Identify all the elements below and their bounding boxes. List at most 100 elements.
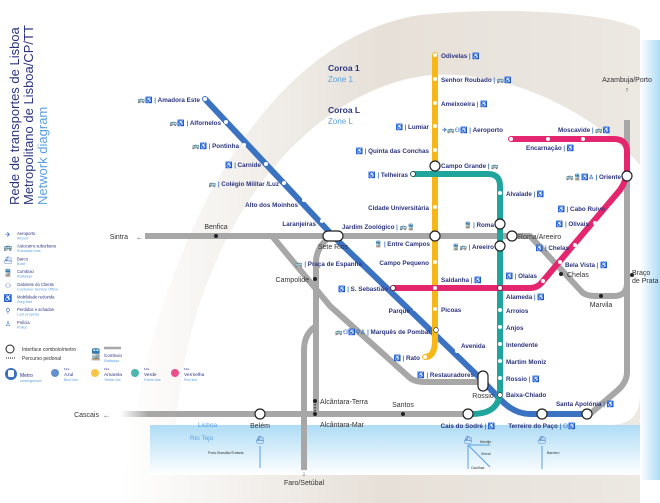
station-label[interactable]: Campo Pequeno (379, 260, 429, 267)
station-ameixoeira[interactable]: Ameixoeira | ♿ (433, 100, 488, 108)
station-cidade-universit-ria[interactable]: Cidade Universitária (368, 205, 437, 212)
station-arroios[interactable]: Arroios (498, 308, 529, 315)
station-carnide[interactable]: ♿ | Carnide (225, 161, 268, 169)
destination-cascais[interactable]: Cascais (74, 412, 99, 419)
station-intendente[interactable]: Intendente (498, 342, 538, 349)
station-marker[interactable] (433, 53, 437, 57)
station-marker[interactable] (264, 162, 268, 166)
station-label[interactable]: Moscavide | 🚌♿ (558, 126, 611, 134)
station-aeroporto[interactable]: ✈🚌⚇♿ | Aeroporto (442, 126, 513, 141)
station-label[interactable]: Alto dos Moinhos (245, 202, 298, 209)
station-marker[interactable] (433, 101, 437, 105)
rail-station-label[interactable]: de Prata (632, 278, 659, 285)
station-bela-vista[interactable]: Bela Vista | ♿ (558, 260, 608, 269)
station-label[interactable]: Campo Grande | 🚌 (441, 163, 499, 170)
station-marker[interactable] (433, 260, 437, 264)
station-label[interactable]: Martim Moniz (506, 359, 546, 366)
station-olaias[interactable]: ♿ | Olaias (506, 272, 545, 283)
interchange-marker[interactable] (254, 408, 266, 420)
station-marker[interactable] (546, 137, 550, 141)
station-label[interactable]: ♿ | S. Sebastião (338, 285, 388, 293)
station-marker[interactable] (282, 181, 286, 185)
rail-station-label[interactable]: Marvila (590, 302, 613, 309)
station-label[interactable]: 🚌 | Praça de Espanha (295, 261, 362, 268)
station-label[interactable]: ♿ | Chelas (536, 244, 570, 252)
station-marker[interactable] (242, 143, 246, 147)
station-label[interactable]: 🚌♿ | Amadora Este (138, 96, 201, 104)
interchange-marker[interactable] (429, 160, 441, 172)
station-marker[interactable] (433, 77, 437, 81)
station-label[interactable]: Encarnação | ♿ (526, 144, 575, 152)
station-lumiar[interactable]: ♿ | Lumiar (396, 123, 437, 131)
station-s-sebasti-o[interactable]: ♿ | S. Sebastião (338, 285, 395, 293)
station-olivais[interactable]: ♿ | Olivais (556, 220, 597, 228)
station-moscavide[interactable]: Moscavide | 🚌♿ (558, 126, 611, 141)
rail-station-label[interactable]: Alcântara-Mar (320, 422, 365, 429)
station-campo-grande[interactable]: Campo Grande | 🚌 (433, 163, 499, 170)
station-avenida[interactable]: Avenida (455, 343, 486, 353)
station-label[interactable]: 🚌♿ | Alfornelos (170, 119, 222, 127)
interchange-marker[interactable] (621, 170, 633, 182)
station-label[interactable]: ♿ | Lumiar (396, 123, 430, 131)
station-label[interactable]: Parque (389, 308, 411, 315)
interchange-marker[interactable] (433, 327, 439, 333)
interchange-marker[interactable] (497, 285, 503, 291)
interchange-marker[interactable] (506, 230, 518, 242)
rail-station-label[interactable]: Benfica (204, 224, 227, 231)
station-label[interactable]: Terreiro do Paço | ⚇♿ (508, 422, 576, 430)
rail-station-label[interactable]: Sete Rios (318, 244, 349, 251)
station-marker[interactable] (320, 219, 324, 223)
station-marker[interactable] (423, 355, 427, 359)
rail-station-label[interactable]: Santos (392, 402, 414, 409)
station-label[interactable]: ♿ | Rato (394, 354, 421, 362)
station-restauradores[interactable]: ♿ | Restauradores (417, 371, 474, 379)
station-label[interactable]: Laranjeiras (282, 221, 316, 228)
station-rossio[interactable]: Rossio | ♿ (498, 375, 540, 383)
rail-station-label[interactable]: Alcântara-Terra (320, 399, 368, 406)
interchange-marker[interactable] (477, 370, 489, 392)
station-baixa-chiado[interactable]: Baixa-Chiado (498, 392, 546, 399)
destination-faro-setubal[interactable]: Faro/Setúbal (284, 480, 325, 487)
station-label[interactable]: Bela Vista | ♿ (565, 261, 608, 269)
rail-station-label[interactable]: Braço (632, 270, 650, 277)
interchange-marker[interactable] (390, 285, 396, 291)
station-label[interactable]: Saldanha | ♿ (441, 276, 482, 284)
station-marker[interactable] (455, 349, 459, 353)
station-marker[interactable] (509, 137, 513, 141)
station-label[interactable]: Avenida (461, 343, 486, 350)
station-marker[interactable] (302, 198, 306, 202)
station-label[interactable]: Intendente (506, 342, 538, 349)
station-label[interactable]: ♿ | Carnide (225, 161, 261, 169)
interchange-marker[interactable] (494, 218, 506, 230)
station-label[interactable]: ♿ | Olaias (506, 272, 538, 280)
station-martim-moniz[interactable]: Martim Moniz (498, 359, 546, 366)
station-senhor-roubado[interactable]: Senhor Roubado | 🚌♿ (433, 76, 512, 84)
interchange-marker[interactable] (494, 240, 506, 252)
station-marker[interactable] (433, 286, 437, 290)
station-label[interactable]: Anjos (506, 325, 524, 332)
station-label[interactable]: 🚆 | Entre Campos (375, 240, 431, 248)
station-parque[interactable]: Parque (389, 307, 417, 315)
station-entre-campos[interactable]: 🚆 | Entre Campos (375, 240, 431, 248)
station-label[interactable]: ✈🚌⚇♿ | Aeroporto (442, 126, 503, 134)
station-jardim-zool-gico[interactable]: Jardim Zoológico | 🚌🚆 (342, 223, 414, 231)
station-marker[interactable] (433, 307, 437, 311)
station-label[interactable]: Alvalade | ♿ (506, 190, 545, 198)
destination-sintra[interactable]: Sintra (110, 234, 128, 241)
interchange-marker[interactable] (322, 230, 344, 242)
station-label[interactable]: 🚌 | Colégio Militar /Luz (209, 181, 279, 188)
station-label[interactable]: Ameixoeira | ♿ (441, 100, 488, 108)
station-label[interactable]: 🚌♿ | Pontinha (192, 142, 239, 150)
station-marker[interactable] (573, 243, 577, 247)
station-marker[interactable] (609, 206, 613, 210)
station-amadora-este[interactable]: 🚌♿ | Amadora Este (138, 96, 207, 104)
station-laranjeiras[interactable]: Laranjeiras (282, 219, 324, 228)
station-campo-pequeno[interactable]: Campo Pequeno (379, 260, 437, 267)
station-label[interactable]: Cidade Universitária (368, 205, 429, 212)
station-pra-a-de-espanha[interactable]: 🚌 | Praça de Espanha (295, 260, 369, 268)
station-marker[interactable] (433, 205, 437, 209)
station-cabo-ruivo[interactable]: ♿ | Cabo Ruivo (558, 205, 613, 213)
station-label[interactable]: ♿ | Telheiras (368, 171, 408, 179)
station-picoas[interactable]: Picoas (433, 307, 462, 314)
station-marker[interactable] (581, 137, 585, 141)
